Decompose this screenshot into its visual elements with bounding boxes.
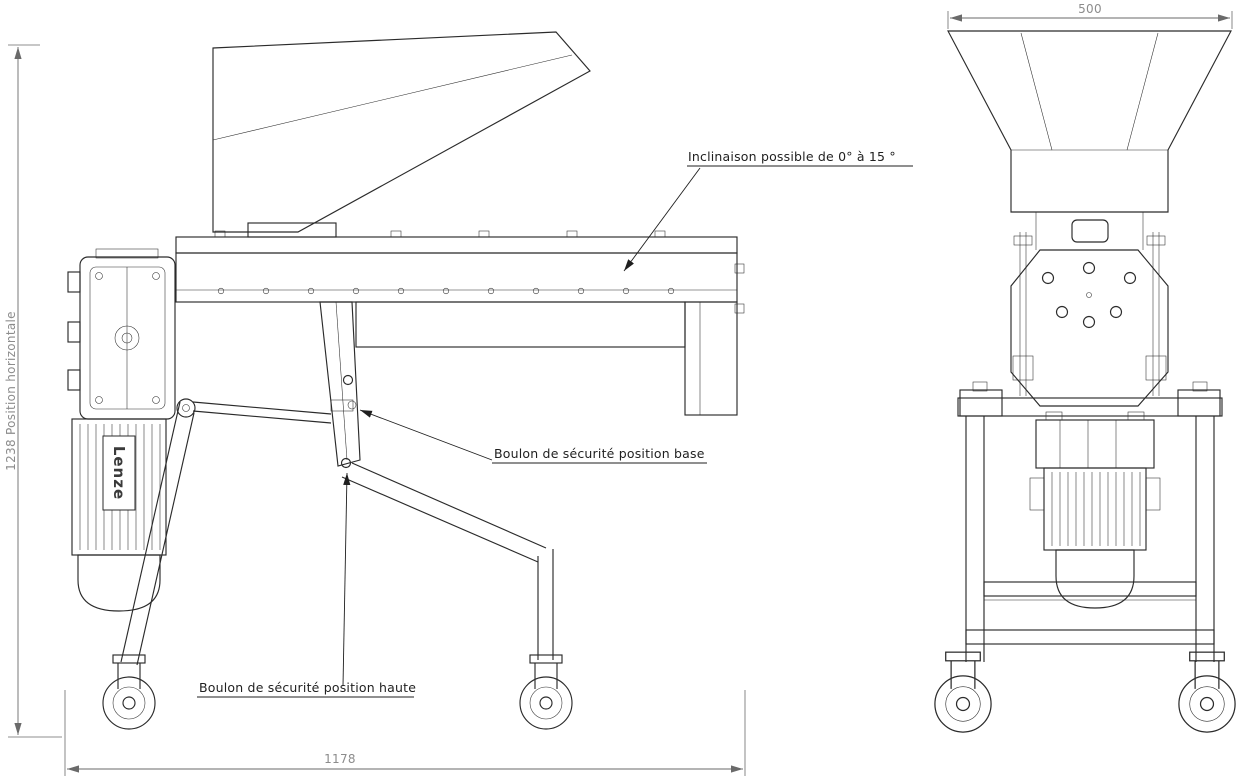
annotation-inclinaison-text: Inclinaison possible de 0° à 15 ° [688,149,896,164]
conveyor-end-box [684,301,738,416]
bolt-circle [487,287,495,295]
bolt-circle [95,396,103,404]
bolt-circle [152,396,160,404]
bolt-circle [95,272,103,280]
bolt-circle [307,287,315,295]
bolt-circle [1109,305,1123,319]
caster-wheel [934,651,992,733]
safety-bolt-high [340,457,352,469]
safety-bolt-base [342,374,354,386]
conveyor-trough [175,252,738,303]
bolt-circle [577,287,585,295]
bolt-circle [1041,271,1055,285]
bolt-square [734,263,745,274]
front-view [934,30,1236,733]
latch-plate [330,399,354,412]
motor-brand-label: Lenze [110,446,128,500]
tie-rods [1012,232,1167,396]
bolt-circle [152,272,160,280]
side-view: Lenze [67,31,745,730]
bolt-square [734,303,745,314]
bolt-circle [352,287,360,295]
bolt-circle [217,287,225,295]
motor-brand-plate [102,435,136,511]
cart-frame [957,381,1223,662]
dimension-top-text: 500 [1078,2,1102,16]
support-column [319,301,361,467]
bolt-circle [1082,315,1096,329]
bolt-circle [397,287,405,295]
handle-cutout [1071,219,1109,243]
bolt-circle [667,287,675,295]
annotation-boulon-base: Boulon de sécurité position base [359,409,707,464]
gearbox-lug [67,369,81,391]
motor-end-cap [1055,549,1135,609]
gearbox-lug [67,321,81,343]
motor-side: Lenze [71,418,167,612]
bottom-rail [965,629,1215,645]
annotation-boulon-haute-text: Boulon de sécurité position haute [199,680,416,695]
annotation-inclinaison: Inclinaison possible de 0° à 15 ° [623,149,913,272]
dimension-vertical-left: 1238 Position horizontale [4,44,62,738]
bolt-circle [1123,271,1137,285]
mounting-plate [1010,249,1169,407]
pivot-joint [176,398,196,418]
conveyor-top-flange [175,236,738,254]
conveyor-tube [355,301,686,348]
bolt-square [972,381,988,392]
crossbar [957,397,1223,417]
hopper-front [947,30,1232,250]
leg-frame-side [120,301,554,666]
bolt-circle [532,287,540,295]
bolt-circle [262,287,270,295]
hopper-base-flange [247,222,337,238]
bolt-square [1192,381,1208,392]
caster-wheel [519,654,573,730]
gearbox-side [67,248,176,420]
lower-shelf [983,581,1197,597]
motor-end-cap [77,554,161,612]
latch-bolt [347,400,357,410]
bolt-circle [442,287,450,295]
dimension-horizontal-bottom: 1178 [64,690,746,776]
gearbox-lug [67,271,81,293]
annotation-boulon-haute: Boulon de sécurité position haute [197,472,416,698]
hopper-side [212,31,591,238]
annotation-boulon-base-text: Boulon de sécurité position base [494,446,705,461]
dimension-vertical-text: 1238 Position horizontale [4,311,18,471]
bolt-circle [1055,305,1069,319]
dimension-top-right: 500 [947,2,1233,29]
bolt-circle [622,287,630,295]
conveyor-body [175,230,745,416]
caster-wheel [102,654,156,730]
dimension-bottom-text: 1178 [324,752,356,766]
motor-front [1029,411,1161,609]
caster-wheel [1178,651,1236,733]
bolt-circle [1082,261,1096,275]
